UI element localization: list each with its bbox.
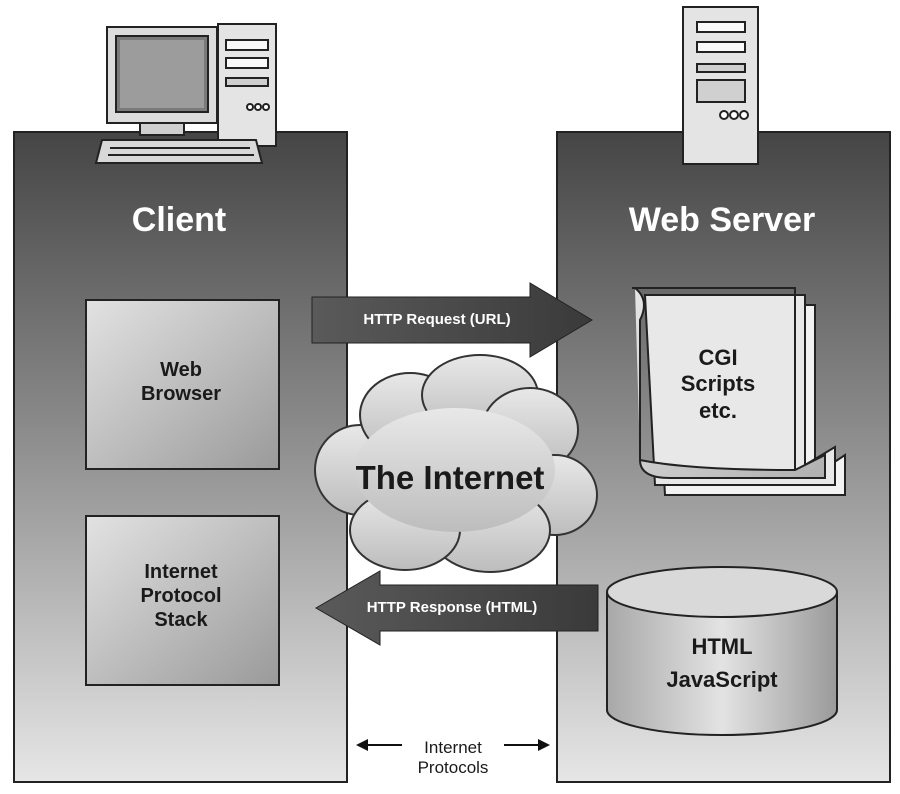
protocol-stack-label: Internet Protocol Stack xyxy=(140,561,222,631)
desktop-computer-icon xyxy=(94,23,277,164)
web-server-title: Web Server xyxy=(628,201,816,239)
internet-label: The Internet xyxy=(355,459,545,496)
client-title: Client xyxy=(131,201,227,239)
cgi-scripts-label: CGI Scripts etc. xyxy=(680,345,756,423)
http-request-arrow xyxy=(311,282,593,358)
storage-label: HTML JavaScript xyxy=(666,634,778,692)
web-browser-label: Web Browser xyxy=(140,359,222,405)
http-response-label: HTTP Response (HTML) xyxy=(366,599,538,616)
internet-protocols-label: Internet Protocols xyxy=(417,738,489,778)
storage-cylinder xyxy=(606,566,838,736)
http-response-arrow xyxy=(315,570,599,646)
protocol-stack-box xyxy=(85,515,280,686)
cgi-documents xyxy=(632,287,846,496)
server-tower-icon xyxy=(682,6,759,165)
internet-protocols-arrow xyxy=(356,739,550,751)
web-browser-box xyxy=(85,299,280,470)
internet-cloud xyxy=(314,354,598,573)
http-request-label: HTTP Request (URL) xyxy=(363,311,511,328)
